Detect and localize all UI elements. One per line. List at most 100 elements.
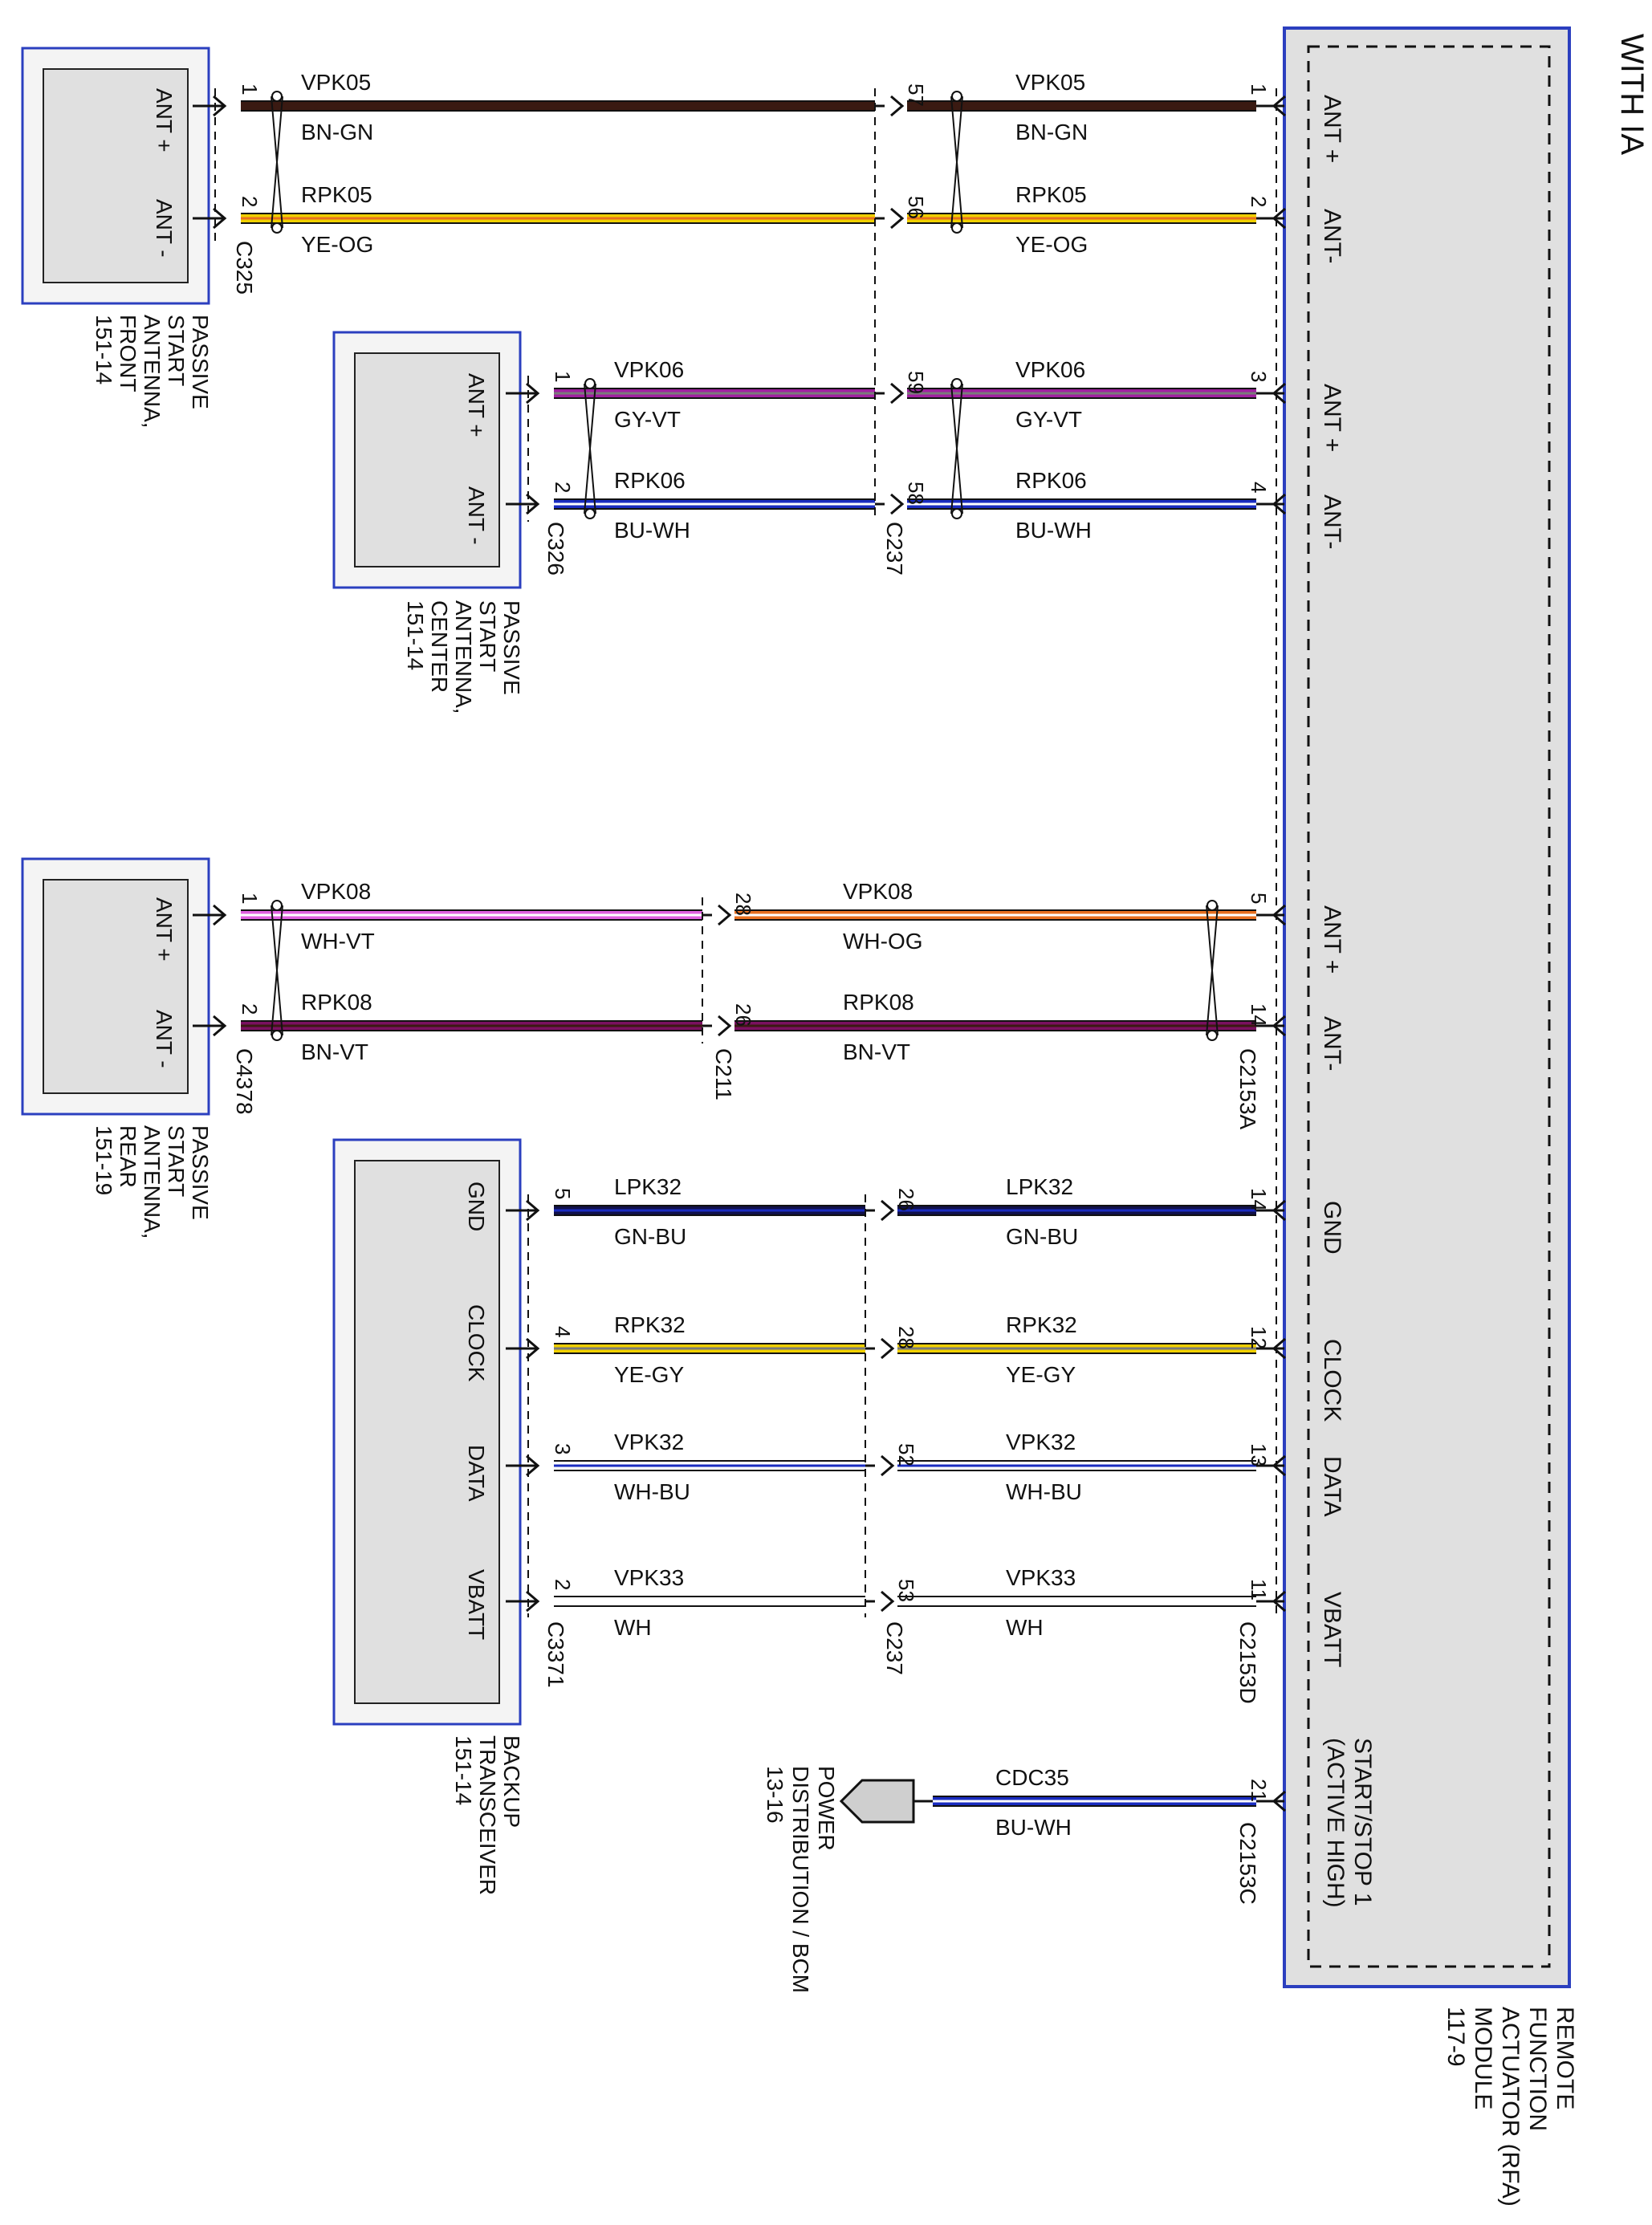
wire-run-7-pin-right: 14 xyxy=(1247,1188,1271,1211)
twist-center-left-bottom xyxy=(584,508,596,519)
wire-run-3-pin-left: 1 xyxy=(551,371,575,382)
connector-id: C2153C xyxy=(1235,1822,1260,1905)
connector-id: C2153D xyxy=(1235,1621,1260,1704)
wire-run-8-pin-mid: 28 xyxy=(894,1326,918,1349)
connector-id: C211 xyxy=(711,1048,736,1100)
wire-run-1-color-right: BN-GN xyxy=(1015,120,1088,144)
wire-run-5-circuit-right: VPK08 xyxy=(843,879,913,904)
antenna-front-pin: ANT + xyxy=(152,88,177,153)
wire-run-6-pin-mid: 26 xyxy=(731,1003,755,1027)
twist-center-right-top xyxy=(951,378,962,389)
twist-front-right-bottom xyxy=(951,222,962,234)
wire-run-8-arrow-mid xyxy=(881,1337,895,1360)
wire-run-3-pin-mid: 59 xyxy=(904,371,928,394)
twist-front-left xyxy=(271,96,283,229)
antenna-rear-pin: ANT + xyxy=(152,897,177,962)
twist-rear-right-top xyxy=(1206,900,1218,911)
antenna-rear-name: ANTENNA, xyxy=(140,1125,165,1239)
wire-run-8-circuit-right: RPK32 xyxy=(1006,1312,1077,1337)
wire-run-3-circuit-left: VPK06 xyxy=(614,357,684,382)
antenna-center-name: 151-14 xyxy=(403,600,428,670)
wire-run-7-arrow-right xyxy=(1272,1199,1286,1222)
wire-run-1-circuit-left: VPK05 xyxy=(301,70,371,95)
transceiver-name: 151-14 xyxy=(451,1735,476,1805)
wire-run-8-pin-left: 4 xyxy=(551,1326,575,1337)
wire-run-2-pin-right: 2 xyxy=(1247,196,1271,207)
antenna-rear-pin: ANT - xyxy=(152,1010,177,1068)
wire-run-2-arrow-mid xyxy=(890,207,905,230)
wire-run-7-pin-mid: 26 xyxy=(894,1188,918,1211)
wire-run-1-pin-left: 1 xyxy=(238,83,262,95)
antenna-center-name: CENTER xyxy=(427,600,452,693)
wire-cdc35-arrow xyxy=(1272,1790,1286,1812)
wire-run-5-pin-right: 5 xyxy=(1247,893,1271,904)
twist-rear-right xyxy=(1206,905,1219,1036)
wire-run-4-arrow-mid xyxy=(890,493,905,515)
wire-run-3-color-left: GY-VT xyxy=(614,407,681,432)
transceiver-pin: CLOCK xyxy=(464,1304,489,1382)
connector-id: C237 xyxy=(882,1621,907,1675)
rfa-module-name: MODULE xyxy=(1470,2007,1496,2109)
wire-run-4-circuit-left: RPK06 xyxy=(614,468,686,493)
wire-run-7-arrow-left xyxy=(526,1199,540,1222)
wire-run-3-arrow-mid xyxy=(890,382,905,405)
power-distribution-name: 13-16 xyxy=(763,1766,787,1824)
connector-id: C326 xyxy=(543,522,568,576)
wire-run-8-arrow-right xyxy=(1272,1337,1286,1360)
wire-run-9-color-left: WH-BU xyxy=(614,1479,690,1504)
twist-center-left xyxy=(584,383,596,515)
wire-run-10-arrow-mid xyxy=(881,1590,895,1613)
twist-front-left-top xyxy=(271,91,283,102)
connector-id: C2153A xyxy=(1235,1048,1260,1130)
wire-run-10-arrow-left xyxy=(526,1590,540,1613)
rfa-start-stop-label: START/STOP 1 xyxy=(1349,1738,1376,1906)
wire-run-2-arrow-right xyxy=(1272,207,1286,230)
antenna-rear-body xyxy=(43,879,189,1094)
antenna-front-pin: ANT - xyxy=(152,199,177,258)
wire-run-10-pin-left: 2 xyxy=(551,1579,575,1590)
wire-run-6-circuit-right: RPK08 xyxy=(843,990,914,1015)
antenna-rear-name: REAR xyxy=(116,1125,140,1188)
power-distribution-name: DISTRIBUTION / BCM xyxy=(788,1766,813,1993)
wire-run-10-pin-mid: 53 xyxy=(894,1579,918,1602)
twist-rear-left-bottom xyxy=(271,1030,283,1041)
wire-run-8-pin-right: 12 xyxy=(1247,1326,1271,1349)
wire-run-9-color-right: WH-BU xyxy=(1006,1479,1082,1504)
rfa-module-name: 117-9 xyxy=(1442,2007,1469,2067)
wire-run-5-arrow-right xyxy=(1272,904,1286,926)
wire-run-6-pin-left: 2 xyxy=(238,1003,262,1015)
wire-run-6-pin-right: 14 xyxy=(1247,1003,1271,1027)
rfa-pin-label: ANT- xyxy=(1319,1016,1345,1071)
wire-run-9-circuit-left: VPK32 xyxy=(614,1430,684,1454)
wire-run-8-color-right: YE-GY xyxy=(1006,1362,1076,1387)
antenna-center-pin: ANT + xyxy=(464,373,489,437)
antenna-front-body xyxy=(43,68,189,283)
antenna-center-body xyxy=(354,352,500,567)
rfa-pin-label: ANT + xyxy=(1319,384,1345,452)
variant-label: WITH IA xyxy=(1614,34,1650,155)
antenna-center-name: PASSIVE xyxy=(499,600,524,695)
wire-cdc35-pin: 21 xyxy=(1247,1779,1271,1802)
rfa-pin-label: VBATT xyxy=(1319,1592,1345,1667)
connector-id: C325 xyxy=(232,241,257,295)
wire-run-5-pin-mid: 28 xyxy=(731,893,755,916)
wire-run-7-color-right: GN-BU xyxy=(1006,1224,1078,1249)
rfa-pin-label: ANT- xyxy=(1319,494,1345,549)
wire-run-4-arrow-left xyxy=(526,493,540,515)
wire-run-6-arrow-right xyxy=(1272,1015,1286,1037)
wire-run-9-arrow-right xyxy=(1272,1454,1286,1477)
twist-center-right xyxy=(950,383,963,515)
wire-run-10-color-left: WH xyxy=(614,1615,652,1640)
wire-run-5-color-right: WH-OG xyxy=(843,929,923,954)
rfa-pin-label: GND xyxy=(1319,1201,1345,1255)
wire-run-1-arrow-right xyxy=(1272,95,1286,117)
wire-run-3-pin-right: 3 xyxy=(1247,371,1271,382)
power-distribution-name: POWER xyxy=(814,1766,839,1851)
wire-run-9-arrow-left xyxy=(526,1454,540,1477)
transceiver-name: BACKUP xyxy=(499,1735,524,1828)
wire-run-7-arrow-mid xyxy=(881,1199,895,1222)
wire-run-2-arrow-left xyxy=(213,207,227,230)
connector-id: C237 xyxy=(882,522,907,576)
transceiver-pin: GND xyxy=(464,1182,489,1231)
wire-run-5-pin-left: 1 xyxy=(238,893,262,904)
